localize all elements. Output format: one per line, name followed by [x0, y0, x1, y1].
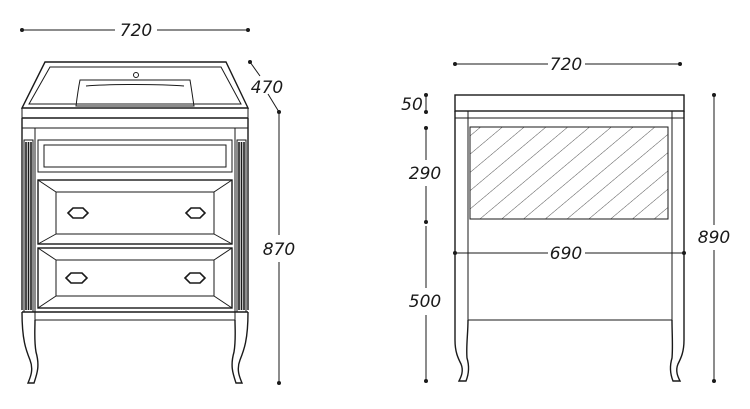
side-view: 720 50 290 500 890	[401, 55, 730, 383]
drawer-handle-left-2	[64, 272, 89, 284]
side-top-label: 50	[401, 95, 423, 115]
front-view: 720 470 870	[20, 21, 295, 385]
side-total-dimension: 890	[698, 93, 730, 383]
front-width-label: 720	[120, 21, 152, 41]
hatched-section	[469, 126, 669, 220]
side-total-label: 890	[698, 228, 730, 248]
right-pilaster	[236, 139, 247, 313]
side-inner-dimension: 690	[453, 244, 686, 264]
side-width-dimension: 720	[453, 55, 682, 75]
drawer-handle-left	[66, 207, 90, 219]
drawer-handle-right-2	[183, 272, 207, 284]
side-base-legs	[454, 319, 685, 382]
side-lower-dimension: 500	[409, 226, 441, 383]
left-pilaster	[23, 139, 34, 313]
side-lower-label: 500	[409, 292, 441, 312]
drawer-handle-right	[184, 207, 207, 219]
side-top-dimension: 50	[401, 93, 428, 115]
front-base-legs	[21, 311, 249, 384]
front-height-label: 870	[263, 240, 295, 260]
front-depth-label: 470	[251, 78, 283, 98]
cabinet-body	[21, 118, 249, 320]
front-height-dimension: 870	[263, 114, 295, 385]
side-mid-dimension: 290	[409, 126, 441, 224]
side-countertop	[454, 94, 685, 118]
side-inner-label: 690	[550, 244, 582, 264]
side-cabinet	[454, 111, 685, 340]
side-mid-label: 290	[409, 164, 441, 184]
front-width-dimension: 720	[20, 21, 250, 41]
top-panel	[37, 139, 233, 173]
side-width-label: 720	[550, 55, 582, 75]
basin-top	[20, 61, 250, 119]
lower-drawer	[37, 247, 233, 309]
upper-drawer	[37, 179, 233, 245]
front-depth-dimension: 470	[248, 60, 283, 114]
